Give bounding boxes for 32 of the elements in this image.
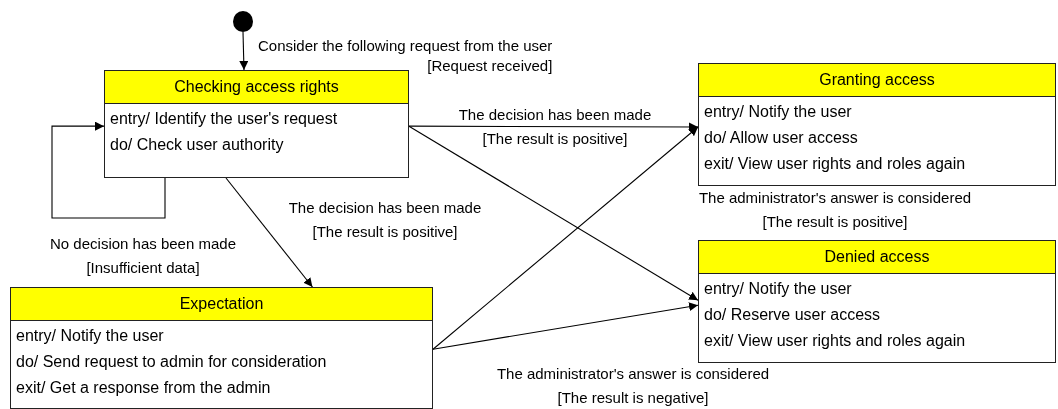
state-box	[10, 287, 433, 409]
state-action: do/ Allow user access	[703, 128, 859, 148]
state-action: do/ Check user authority	[109, 135, 285, 155]
state-action: do/ Reserve user access	[703, 305, 882, 325]
transition-label: The decision has been made [The result is positive]	[458, 105, 652, 149]
transition-arrow	[51, 121, 166, 219]
state-action: do/ Send request to admin for consideration	[15, 352, 328, 372]
transition-arrow	[225, 177, 313, 288]
transition-label: No decision has been made [Insufficient data]	[50, 234, 236, 278]
transition-label: The administrator's answer is considered [The result is positive]	[698, 188, 972, 232]
state-name: Checking access rights	[105, 71, 408, 104]
transition-label: The decision has been made [The result is positive]	[288, 198, 482, 242]
transition-arrow	[239, 31, 249, 71]
state-box	[698, 63, 1056, 186]
transition-label: The administrator's answer is considered [The result is negative]	[496, 364, 770, 408]
state-action: exit/ View user rights and roles again	[703, 331, 967, 351]
state-action: entry/ Notify the user	[15, 326, 165, 346]
state-box	[698, 240, 1056, 363]
state-action: exit/ Get a response from the admin	[15, 378, 272, 398]
initial-state-dot	[233, 11, 253, 32]
state-action: entry/ Notify the user	[703, 102, 853, 122]
state-name: Denied access	[699, 241, 1055, 274]
state-action: entry/ Notify the user	[703, 279, 853, 299]
transition-arrow	[432, 302, 699, 350]
state-action: exit/ View user rights and roles again	[703, 154, 967, 174]
transition-arrow	[408, 125, 699, 301]
state-name: Expectation	[11, 288, 432, 321]
transition-arrow	[408, 122, 699, 132]
transition-arrow	[432, 126, 699, 350]
state-action: entry/ Identify the user's request	[109, 109, 339, 129]
state-name: Granting access	[699, 64, 1055, 97]
state-box	[104, 70, 409, 178]
